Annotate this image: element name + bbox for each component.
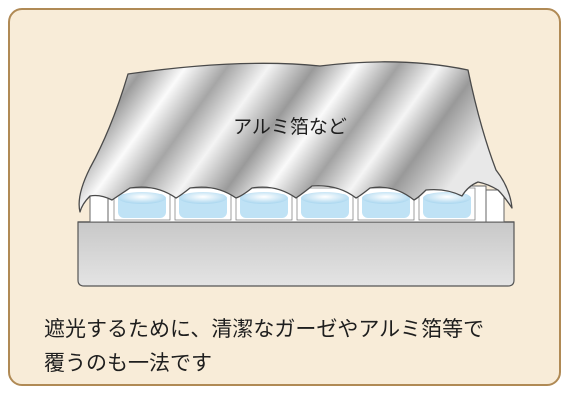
- foil-sheet: [78, 61, 513, 213]
- foil-label: アルミ箔など: [233, 116, 347, 138]
- well: [418, 187, 476, 221]
- well: [113, 187, 171, 221]
- well: [174, 187, 232, 221]
- caption-line-1: 遮光するために、清潔なガーゼやアルミ箔等で: [44, 317, 485, 341]
- well: [296, 187, 354, 221]
- caption-line-2: 覆うのも一法です: [44, 351, 212, 375]
- caption: 遮光するために、清潔なガーゼやアルミ箔等で 覆うのも一法です: [44, 312, 564, 380]
